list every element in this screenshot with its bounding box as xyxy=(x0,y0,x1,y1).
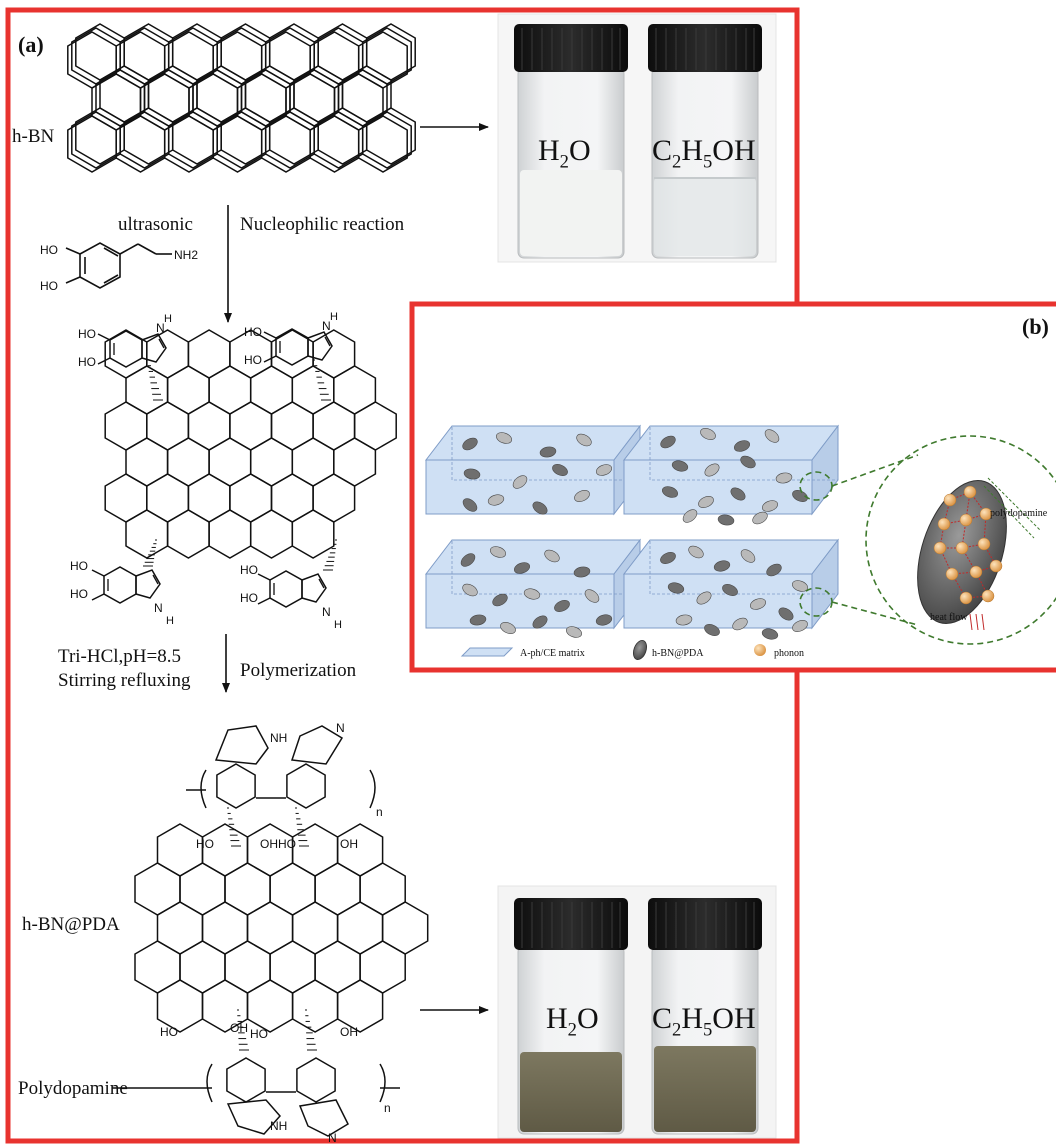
svg-text:HO: HO xyxy=(244,325,262,339)
hbn-pda-label: h-BN@PDA xyxy=(22,914,120,935)
zoom-detail: polydopamine heat flow xyxy=(917,477,1048,631)
dopamine-nh2: NH2 xyxy=(174,248,198,262)
polydopamine-label: Polydopamine xyxy=(18,1078,128,1099)
svg-text:NH: NH xyxy=(270,1119,287,1133)
legend-item-phonon: phonon xyxy=(754,644,804,659)
svg-text:N: N xyxy=(322,605,331,619)
svg-text:H: H xyxy=(334,619,342,631)
svg-text:HO: HO xyxy=(70,559,88,573)
step2-left-line1: Tri-HCl,pH=8.5 xyxy=(58,646,181,667)
zoom-polydopamine-label: polydopamine xyxy=(990,508,1048,519)
heat-flow-arrows xyxy=(969,613,985,631)
svg-text:HO: HO xyxy=(240,563,258,577)
svg-text:HO: HO xyxy=(250,1027,268,1041)
svg-text:HO: HO xyxy=(78,327,96,341)
svg-text:OH: OH xyxy=(340,837,358,851)
dopamine-molecule: HO HO NH2 xyxy=(40,242,198,293)
step2-left-line2: Stirring refluxing xyxy=(58,670,191,691)
svg-text:OH: OH xyxy=(340,1025,358,1039)
svg-text:phonon: phonon xyxy=(774,648,804,659)
vial-top-left-label: H2​O xyxy=(538,134,591,173)
svg-text:OHHO: OHHO xyxy=(260,837,296,851)
step1-right-label: Nucleophilic reaction xyxy=(240,214,405,235)
svg-text:HO: HO xyxy=(196,837,214,851)
svg-text:OH: OH xyxy=(230,1021,248,1035)
svg-text:N: N xyxy=(336,721,345,735)
panel-a: (a) h-BN xyxy=(5,7,800,1144)
vial-photo-bottom: H2​O C2​H5​OH xyxy=(497,885,777,1139)
step1-left-label: ultrasonic xyxy=(118,214,193,235)
svg-text:H: H xyxy=(330,311,338,323)
svg-text:HO: HO xyxy=(160,1025,178,1039)
svg-text:n: n xyxy=(376,805,383,819)
svg-text:HO: HO xyxy=(70,587,88,601)
vial-bottom-left xyxy=(514,898,628,1135)
hbn-label: h-BN xyxy=(12,126,55,147)
zoom-heat-flow-label: heat flow xyxy=(930,612,968,623)
svg-text:N: N xyxy=(328,1131,337,1145)
panel-a-frame xyxy=(5,7,800,1144)
vial-bottom-right-label: C2​H5​OH xyxy=(652,1002,756,1041)
svg-text:H: H xyxy=(166,615,174,627)
dopamine-ho-bottom: HO xyxy=(40,279,58,293)
hbn-layered-structure xyxy=(67,23,416,173)
vial-top-right xyxy=(648,24,762,259)
dopamine-ho-top: HO xyxy=(40,243,58,257)
svg-text:A-ph/CE matrix: A-ph/CE matrix xyxy=(520,648,585,659)
svg-text:H: H xyxy=(164,313,172,325)
step2-right-label: Polymerization xyxy=(240,660,357,681)
vial-bottom-right xyxy=(648,898,762,1135)
vial-top-left xyxy=(514,24,628,259)
zoom-connectors xyxy=(799,435,1056,645)
svg-text:h-BN@PDA: h-BN@PDA xyxy=(652,648,704,659)
svg-text:N: N xyxy=(156,321,165,335)
legend-item-hbn-pda: h-BN@PDA xyxy=(633,639,704,661)
panel-a-label: (a) xyxy=(18,32,44,57)
svg-text:HO: HO xyxy=(240,591,258,605)
phonon-network xyxy=(933,485,1003,605)
svg-text:NH: NH xyxy=(270,731,287,745)
svg-text:HO: HO xyxy=(244,353,262,367)
panel-b-legend: A-ph/CE matrix h-BN@PDA phonon xyxy=(460,639,804,661)
svg-text:N: N xyxy=(154,601,163,615)
legend-item-matrix: A-ph/CE matrix xyxy=(460,647,585,659)
vial-bottom-left-label: H2​O xyxy=(546,1002,599,1041)
panel-b: (b) polydopamine heat flow xyxy=(409,301,1056,673)
svg-text:N: N xyxy=(322,319,331,333)
panel-b-label: (b) xyxy=(1022,314,1049,339)
vial-photo-top: H2​O C2​H5​OH xyxy=(497,13,777,263)
matrix-blocks xyxy=(424,424,840,640)
vial-top-right-label: C2​H5​OH xyxy=(652,134,756,173)
zoom-circle xyxy=(865,435,1056,645)
svg-text:n: n xyxy=(384,1101,391,1115)
svg-text:HO: HO xyxy=(78,355,96,369)
